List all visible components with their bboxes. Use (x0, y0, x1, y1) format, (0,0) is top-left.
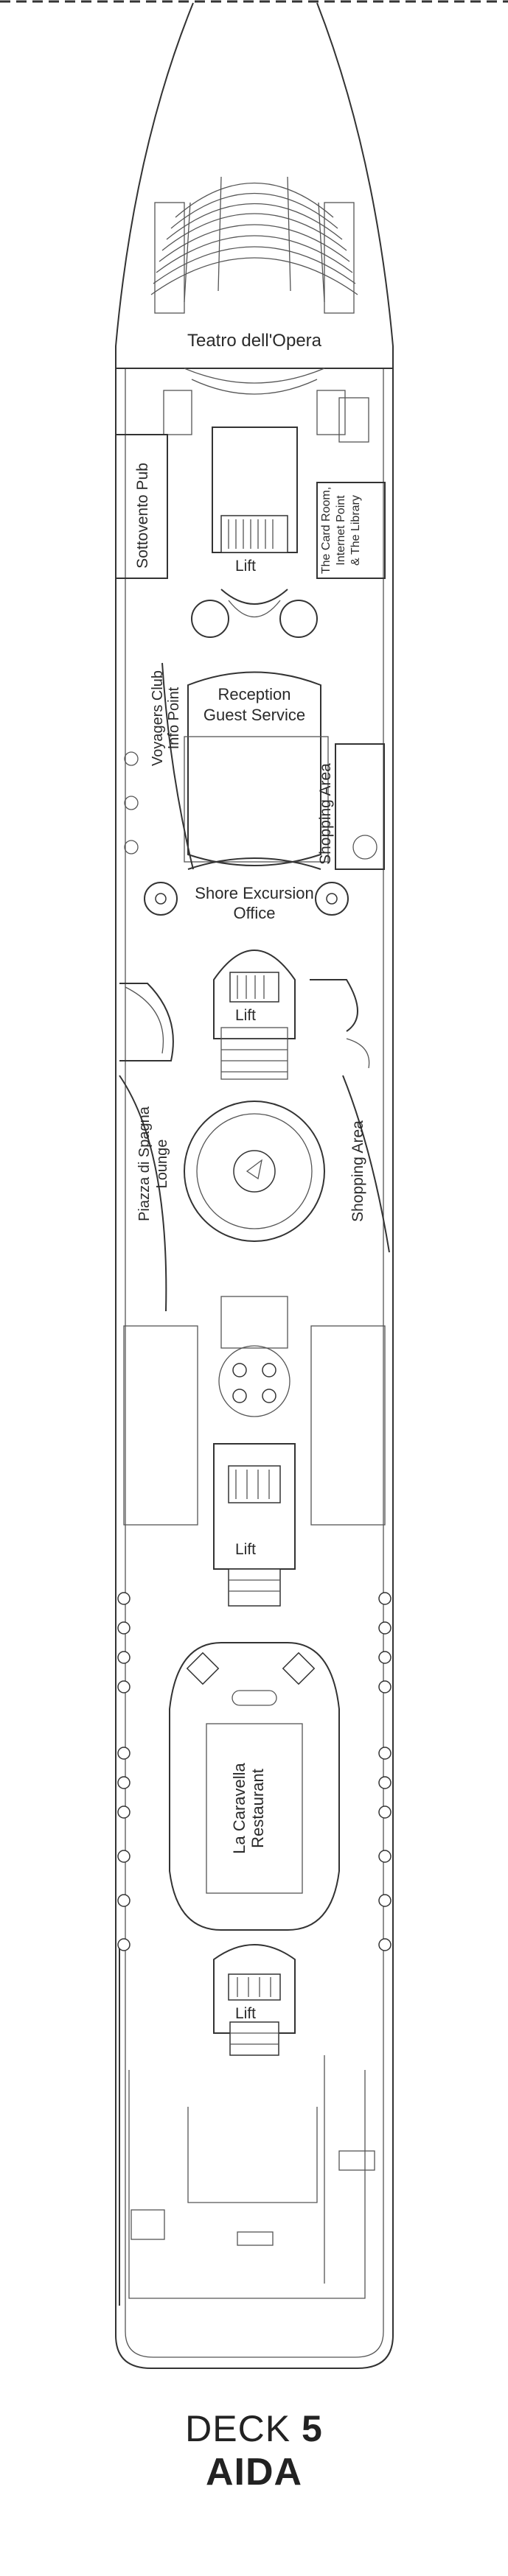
stage-structures (163, 368, 369, 443)
svg-text:Restaurant: Restaurant (248, 1769, 267, 1848)
hull-outline (115, 2, 394, 2369)
theatre-label: Teatro dell'Opera (187, 331, 322, 351)
svg-text:Lift: Lift (235, 1007, 256, 1024)
svg-text:Sottovento Pub: Sottovento Pub (134, 463, 151, 569)
shopping-area-aft: Shopping Area (342, 1075, 390, 1253)
svg-text:Lounge: Lounge (154, 1140, 170, 1189)
svg-text:La Caravella: La Caravella (230, 1762, 248, 1853)
voyagers-club: Voyagers Club Info Point (124, 662, 194, 870)
svg-text:Lift: Lift (235, 558, 256, 575)
svg-text:Internet Point: Internet Point (335, 495, 347, 566)
deck-number-title: DECK 5 (0, 2407, 508, 2450)
svg-text:Shopping Area: Shopping Area (349, 1120, 366, 1222)
shore-excursion-office: Shore Excursion Office (144, 857, 349, 922)
side-table-rows (117, 1592, 392, 1951)
piazza-di-spagna-lounge: Piazza di Spagna Lounge (119, 1075, 325, 1312)
svg-text:& The Library: & The Library (349, 495, 362, 566)
side-rooms-mid (119, 979, 370, 1069)
svg-text:Lift: Lift (235, 1541, 256, 1558)
svg-text:Guest Service: Guest Service (203, 706, 305, 724)
deck-number: 5 (302, 2408, 323, 2449)
shopping-area-fwd: Shopping Area (317, 743, 385, 870)
sottovento-pub: Sottovento Pub (115, 434, 168, 579)
hull-inner-outline (125, 368, 384, 2358)
deck-plan: Teatro dell'Opera Sottovento Pub The Car… (0, 0, 508, 2369)
lift-2: Lift (213, 950, 296, 1080)
library-room: The Card Room, Internet Point & The Libr… (316, 482, 386, 579)
svg-text:The Card Room,: The Card Room, (320, 487, 333, 574)
lift-1: Lift (191, 427, 318, 638)
lift-4: Lift (213, 1944, 296, 2056)
svg-text:Shore Excursion: Shore Excursion (195, 884, 313, 902)
lounge-seating (123, 1296, 386, 1526)
lift-3: Lift (213, 1443, 296, 1607)
la-caravella-restaurant: La Caravella Restaurant (169, 1642, 340, 1931)
aft-service-area (119, 1945, 375, 2306)
svg-text:Piazza di Spagna: Piazza di Spagna (136, 1106, 153, 1221)
svg-text:Shopping Area: Shopping Area (317, 763, 334, 865)
svg-text:Info Point: Info Point (166, 687, 182, 749)
svg-text:Office: Office (233, 904, 275, 922)
reception-area: Reception Guest Service (184, 671, 329, 866)
svg-text:Lift: Lift (235, 2005, 256, 2022)
svg-text:Voyagers Club: Voyagers Club (150, 670, 166, 766)
svg-text:Reception: Reception (218, 685, 290, 703)
theatre-seating (150, 176, 358, 314)
ship-name: AIDA (205, 2451, 303, 2493)
deck-prefix: DECK (185, 2408, 291, 2449)
